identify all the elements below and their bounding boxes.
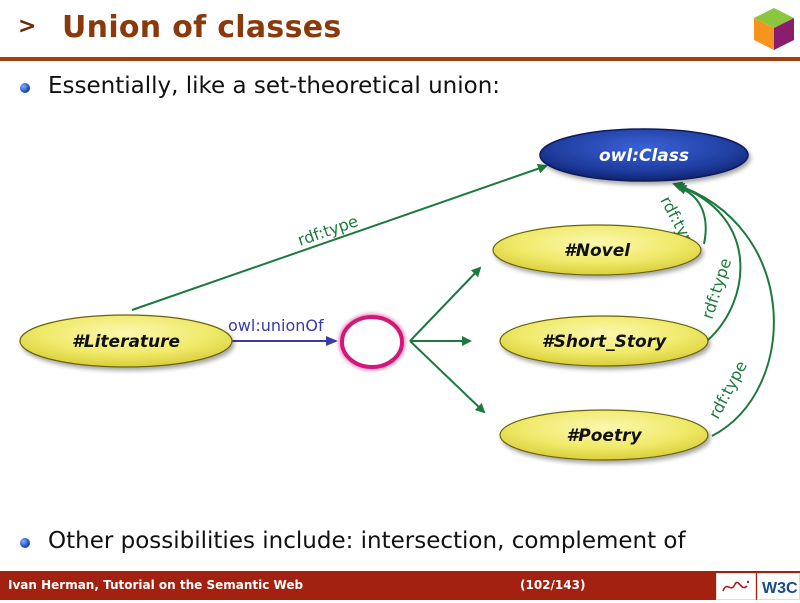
novel-node: #Novel xyxy=(492,224,702,276)
bullet-text: Other possibilities include: intersectio… xyxy=(48,528,686,554)
footer-author: Ivan Herman, Tutorial on the Semantic We… xyxy=(8,578,304,592)
title-rule xyxy=(0,57,800,61)
semantic-web-cube-icon xyxy=(754,8,794,50)
owl-class-node: owl:Class xyxy=(539,128,749,182)
literature-node: #Literature xyxy=(19,314,233,368)
union-to-novel-arrow xyxy=(409,266,482,342)
literature-label: #Literature xyxy=(72,332,180,352)
edge-label-literature-type: rdf:type xyxy=(295,211,360,249)
short-story-node: #Short_Story xyxy=(499,315,709,367)
short-story-to-class-arrow xyxy=(674,182,742,341)
union-to-poetry-arrow xyxy=(409,340,486,414)
literature-to-class-arrow xyxy=(131,163,548,311)
bullet-text: Essentially, like a set-theoretical unio… xyxy=(48,73,501,99)
owl-class-label: owl:Class xyxy=(599,146,689,166)
w3c-logo-text: W3C xyxy=(762,580,798,597)
bullet-icon xyxy=(20,83,30,93)
union-circle xyxy=(340,315,404,369)
bullet-icon xyxy=(20,538,30,548)
poetry-label: #Poetry xyxy=(566,426,642,446)
edge-label-poetry-type: rdf:type xyxy=(705,358,751,422)
slide-title: Union of classes xyxy=(62,10,342,45)
poetry-to-class-arrow xyxy=(672,181,775,437)
page-number: (102/143) xyxy=(520,578,586,592)
edge-label-union-of: owl:unionOf xyxy=(228,316,324,335)
author-signature-logo xyxy=(716,573,756,600)
footer: Ivan Herman, Tutorial on the Semantic We… xyxy=(0,571,800,600)
union-diagram: rdf:type owl:unionOf rdf:type rdf:type r… xyxy=(19,128,775,461)
short-story-label: #Short_Story xyxy=(542,332,667,352)
novel-label: #Novel xyxy=(564,241,631,261)
title-bar: > Union of classes xyxy=(0,0,800,58)
title-marker: > xyxy=(18,14,37,39)
poetry-node: #Poetry xyxy=(499,409,709,461)
w3c-logo: W3C xyxy=(757,573,800,600)
